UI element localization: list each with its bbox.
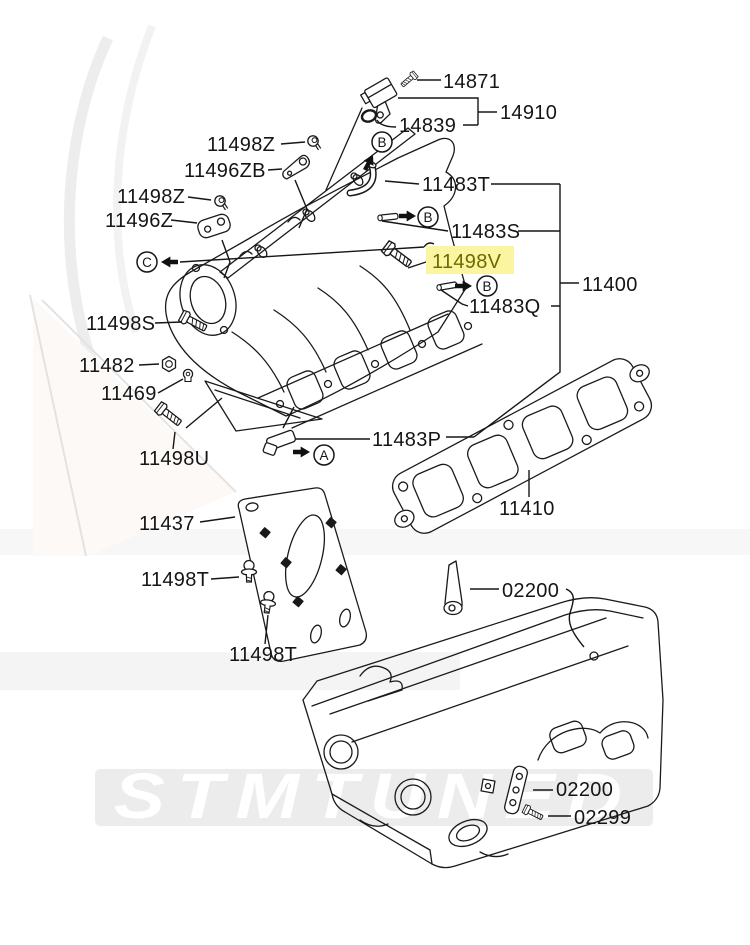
- callout-b-mid: B: [417, 206, 439, 228]
- part-label-02299: 02299: [574, 807, 631, 829]
- fitting-drawing-11483P: [262, 429, 297, 456]
- intake-manifold-drawing: [164, 107, 483, 432]
- part-label-11498Z-2: 11498Z: [117, 186, 185, 208]
- part-label-11483T: 11483T: [422, 174, 490, 196]
- nut-icon-11482: [161, 355, 177, 373]
- bolt-icon-11498V: [380, 239, 415, 271]
- part-label-11400: 11400: [582, 274, 638, 296]
- cylinder-head-drawing: [302, 597, 664, 869]
- part-label-11498Z: 11498Z: [207, 134, 275, 156]
- background-watermark-shapes: [0, 24, 750, 690]
- part-label-11483Q: 11483Q: [469, 296, 541, 318]
- part-label-11496ZB: 11496ZB: [184, 160, 266, 182]
- bracket-icon-11496Z: [197, 213, 231, 239]
- plate-drawing-02200: [504, 765, 528, 815]
- part-label-11483S: 11483S: [451, 221, 520, 243]
- callout-letter: B: [482, 279, 491, 294]
- gasket-drawing-11410: [391, 358, 653, 534]
- part-label-11482: 11482: [79, 355, 135, 377]
- stud-icon-11469: [182, 368, 194, 383]
- callout-letter: B: [423, 210, 432, 225]
- callout-letter: A: [319, 448, 328, 463]
- bolt-icon-14871: [398, 70, 419, 90]
- part-label-14871: 14871: [443, 71, 500, 93]
- part-label-11437: 11437: [139, 513, 195, 535]
- part-label-02200: 02200: [502, 580, 559, 602]
- watermark-text: STMTUNED: [114, 760, 634, 832]
- callout-a: A: [313, 444, 335, 466]
- part-label-02200-2: 02200: [556, 779, 613, 801]
- callout-letter: B: [377, 135, 386, 150]
- dowel-pin-drawing-02200: [443, 560, 463, 616]
- part-label-11483P: 11483P: [372, 429, 441, 451]
- callout-letter: C: [142, 255, 152, 270]
- part-label-14839: 14839: [399, 115, 456, 137]
- callout-c: C: [136, 251, 158, 273]
- callout-b-top: B: [371, 131, 393, 153]
- leader-lines: [138, 79, 585, 817]
- part-label-11498S: 11498S: [86, 313, 155, 335]
- pipe-icon-11483S: [376, 212, 399, 222]
- part-label-11498U: 11498U: [139, 448, 209, 470]
- part-label-11498T: 11498T: [141, 569, 209, 591]
- bracket-icon-11496ZB: [282, 154, 311, 180]
- part-label-11498V-highlighted: 11498V: [432, 251, 502, 273]
- stay-bracket-drawing-11437: [237, 487, 368, 662]
- hose-drawing-11483T: [346, 161, 377, 197]
- o-ring-icon: [360, 109, 378, 123]
- bolt-icon-11498Z: [305, 133, 325, 152]
- part-label-14910: 14910: [500, 102, 557, 124]
- direction-arrow-b2: [399, 210, 416, 222]
- direction-arrow-c: [161, 256, 178, 268]
- callout-b-low: B: [476, 275, 498, 297]
- part-label-11410: 11410: [499, 498, 555, 520]
- pipe-icon-11483Q: [435, 280, 459, 292]
- direction-arrow-a: [293, 446, 310, 458]
- part-label-11469: 11469: [101, 383, 157, 405]
- part-label-11498T-2: 11498T: [229, 644, 297, 666]
- highlight-box-11498V: [426, 246, 514, 274]
- bolt-icon-11498Z-2: [212, 193, 232, 212]
- direction-arrow-b3: [455, 280, 472, 292]
- part-label-11496Z: 11496Z: [105, 210, 173, 232]
- cam-sensor-drawing: [360, 77, 398, 124]
